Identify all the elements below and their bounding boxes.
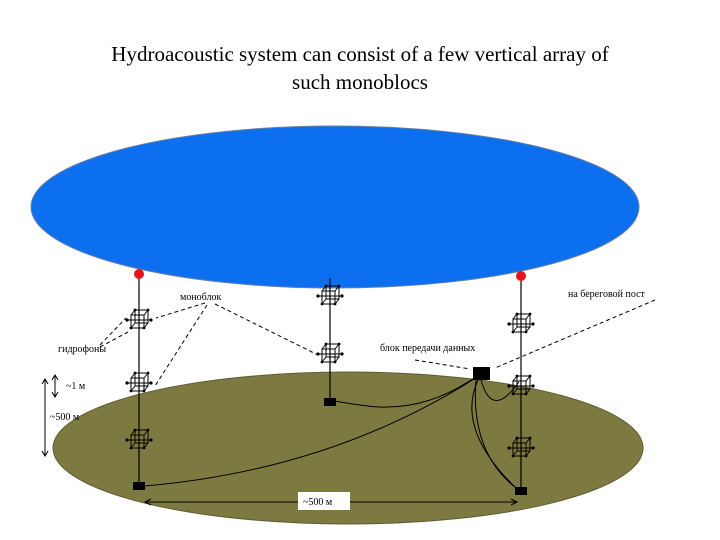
buoy-left xyxy=(134,269,144,279)
label-shore-post: на береговой пост xyxy=(568,289,646,300)
title-line-2: such monoblocs xyxy=(292,70,428,94)
distance-arrowheads xyxy=(143,498,519,506)
label-hydrophone: гидрофоны xyxy=(58,344,106,355)
label-depth: ~500 м xyxy=(50,412,80,423)
depth-arrowheads xyxy=(41,378,49,457)
title-line-1: Hydroacoustic system can consist of a fe… xyxy=(111,42,609,66)
seabed xyxy=(52,371,644,525)
anchor-right xyxy=(515,487,527,495)
label-monoblock: моноблок xyxy=(180,292,222,303)
label-data-unit: блок передачи данных xyxy=(380,343,475,354)
data-cables xyxy=(144,377,521,492)
vertical-array-left xyxy=(124,269,154,490)
label-spacing: ~1 м xyxy=(66,381,86,392)
distance-label-bg xyxy=(298,492,350,510)
callout-lines xyxy=(99,299,656,387)
data-transmission-unit xyxy=(473,367,490,380)
sea-surface xyxy=(30,125,640,289)
spacing-arrowheads xyxy=(51,374,59,398)
label-distance: ~500 м xyxy=(303,497,333,508)
anchor-middle xyxy=(324,398,336,406)
vertical-array-middle xyxy=(315,278,345,406)
buoy-right xyxy=(516,271,526,281)
slide-title: Hydroacoustic system can consist of a fe… xyxy=(40,40,680,96)
anchor-left xyxy=(133,482,145,490)
vertical-array-right xyxy=(506,271,536,495)
